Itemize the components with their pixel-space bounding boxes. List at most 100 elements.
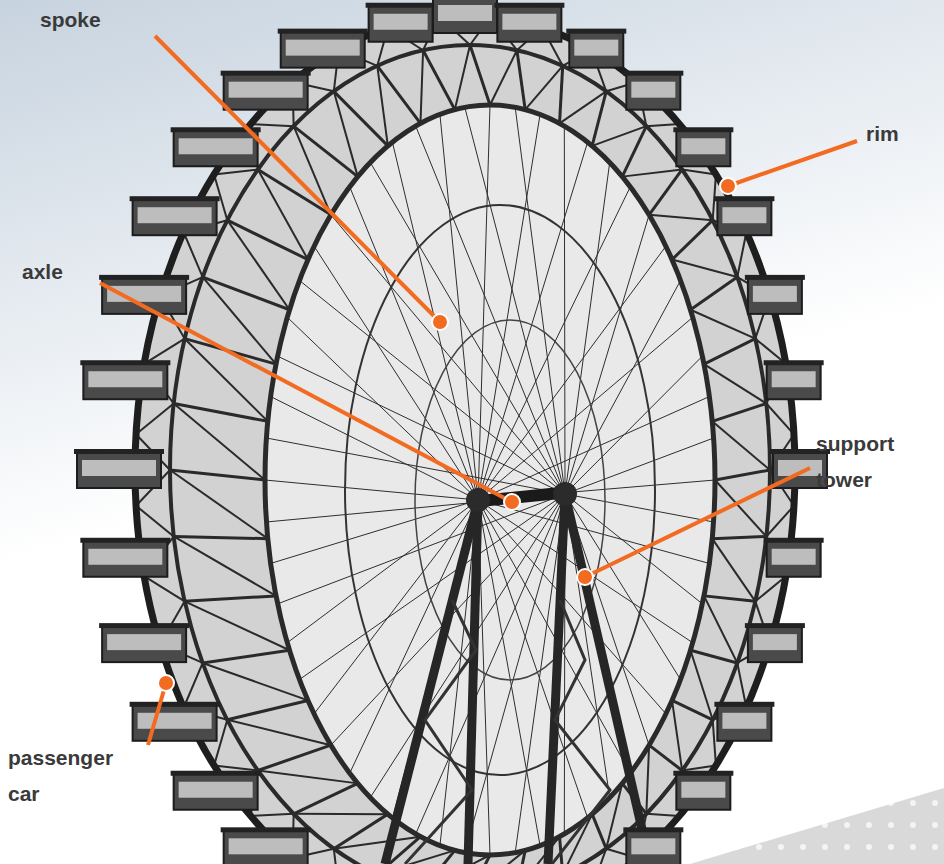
part-label: rim: [866, 116, 942, 152]
lattice-bar: [704, 596, 737, 663]
leader-lines: [100, 36, 857, 745]
car-body: [83, 541, 167, 577]
passenger-car-shape: [673, 771, 733, 810]
car-body: [748, 626, 802, 662]
wheel-backdrop: [135, 15, 795, 864]
car-roof: [171, 771, 261, 776]
spoke-line: [416, 126, 565, 494]
car-body: [83, 363, 167, 399]
part-label: support tower: [816, 426, 926, 498]
tower-leg: [385, 500, 478, 864]
lattice-bar: [174, 536, 268, 538]
passenger-car-shape: [278, 29, 368, 68]
car-roof: [366, 3, 436, 8]
spoke-line: [278, 494, 565, 604]
lattice-bar: [517, 50, 525, 109]
leader-dot: [504, 494, 520, 510]
car-roof: [494, 3, 564, 8]
hub: [553, 482, 577, 506]
spoke-line: [299, 494, 565, 680]
spoke-line: [515, 107, 565, 494]
spoke-line: [478, 246, 666, 500]
lattice-bar: [592, 814, 606, 849]
lattice-bar: [251, 124, 294, 126]
car-body: [626, 74, 680, 110]
car-roof: [221, 71, 311, 76]
lattice-bar: [227, 220, 308, 259]
passenger-car-shape: [623, 71, 683, 110]
lattice-bar: [334, 837, 421, 849]
passenger-car-shape: [714, 702, 774, 741]
passenger-car-shape: [673, 127, 733, 166]
lattice-bar: [185, 596, 276, 601]
passenger-car-shape: [130, 196, 220, 235]
lattice-bar: [649, 215, 713, 220]
lattice-bar: [294, 813, 388, 815]
lattice-bar: [170, 470, 265, 480]
car-body: [369, 6, 433, 42]
car-body: [281, 32, 365, 68]
car-roof: [130, 196, 220, 201]
leader-dot: [720, 178, 736, 194]
outer-rim: [135, 15, 795, 864]
passenger-cars: [74, 0, 830, 864]
spoke-line: [287, 317, 478, 500]
wheel-interior: [265, 105, 715, 855]
tower-leg: [548, 494, 565, 864]
car-roof: [74, 449, 164, 454]
spokes: [265, 105, 715, 855]
car-windows: [107, 634, 181, 650]
lattice-bar: [227, 220, 289, 310]
car-roof: [745, 275, 805, 280]
lattice-bar: [185, 601, 290, 650]
tower-bracing: [552, 600, 610, 864]
car-windows: [82, 460, 156, 476]
lattice-bar: [737, 663, 746, 708]
part-label: passenger car: [8, 740, 126, 812]
leader-dot: [158, 675, 174, 691]
lattice-bar: [715, 470, 770, 480]
spoke-line: [565, 438, 714, 494]
car-windows: [286, 40, 360, 56]
spoke-line: [478, 500, 693, 643]
car-windows: [631, 82, 675, 98]
passenger-car-shape: [494, 3, 564, 42]
car-windows: [179, 782, 253, 798]
lattice-bar: [649, 169, 682, 214]
lattice-bar: [203, 650, 290, 663]
lattice-bar: [690, 650, 737, 663]
leader-line: [728, 141, 857, 186]
passenger-car-shape: [80, 360, 170, 399]
inner-ring: [265, 105, 715, 855]
car-roof: [80, 538, 170, 543]
passenger-car-shape: [221, 827, 311, 864]
passenger-car-shape: [171, 771, 261, 810]
car-windows: [681, 782, 725, 798]
lattice-bar: [184, 663, 203, 708]
spoke-line: [478, 317, 693, 500]
rim-inner-edge: [170, 45, 770, 864]
car-body: [102, 626, 186, 662]
lattice-bar: [455, 45, 470, 110]
car-roof: [623, 71, 683, 76]
car-roof: [673, 127, 733, 132]
car-windows: [138, 713, 212, 729]
tower-leg: [468, 500, 478, 864]
lattice-bar: [258, 771, 358, 784]
car-body: [626, 830, 680, 864]
car-roof: [130, 702, 220, 707]
car-windows: [374, 14, 428, 30]
car-body: [748, 278, 802, 314]
car-windows: [88, 549, 162, 565]
lattice-bar: [203, 277, 290, 310]
car-roof: [99, 623, 189, 628]
lattice-bar: [704, 596, 755, 601]
spoke-line: [440, 114, 478, 500]
spoke-line: [478, 187, 630, 500]
lattice-bar: [258, 745, 331, 770]
car-roof: [764, 360, 824, 365]
car-windows: [229, 838, 303, 854]
